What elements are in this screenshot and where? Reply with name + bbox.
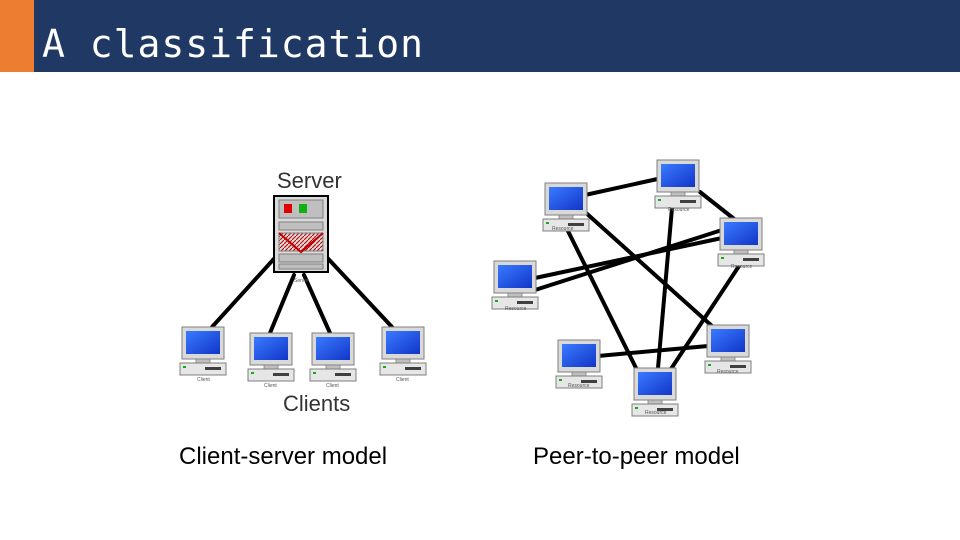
peer-tag: Resource — [552, 226, 574, 232]
peer-tag: Resource — [731, 264, 753, 270]
connection-lines — [210, 248, 394, 335]
clients-heading: Clients — [283, 391, 350, 416]
server-client-link — [302, 273, 332, 335]
peer-tag: Resource — [717, 369, 739, 375]
client-tag: Client — [396, 377, 409, 383]
client-computer — [309, 332, 357, 382]
peer-link — [663, 258, 745, 380]
peer-computer — [555, 339, 603, 389]
peer-link — [583, 176, 664, 197]
peer-link — [656, 206, 674, 370]
client-computer — [179, 326, 227, 376]
peer-computer — [631, 367, 679, 417]
peer-computer — [717, 217, 765, 267]
peer-links — [533, 176, 745, 380]
client-tag: Client — [197, 377, 210, 383]
peer-computer — [542, 182, 590, 232]
server-tag: Server — [294, 278, 309, 284]
server-red-check-mark — [278, 232, 324, 254]
peer-tag: Resource — [645, 410, 667, 416]
peer-tag: Resource — [668, 207, 690, 213]
client-server-diagram: Server Server Client Client Client Clien… — [179, 168, 427, 416]
server-tower — [273, 195, 329, 273]
server-red-light — [284, 204, 292, 213]
server-client-link — [268, 273, 296, 335]
peer-link — [596, 344, 710, 358]
slide-title: A classification — [42, 22, 425, 66]
peer-tag: Resource — [568, 383, 590, 389]
peer-tag: Resource — [505, 306, 527, 312]
server-heading: Server — [277, 168, 342, 193]
peer-link — [563, 223, 640, 374]
peer-computer — [654, 159, 702, 209]
server-client-link — [318, 248, 394, 329]
peer-link — [698, 190, 740, 224]
server-client-link — [210, 248, 284, 329]
peer-to-peer-diagram: Resource Resource Resource Resource Reso… — [491, 159, 765, 417]
title-accent-block — [0, 0, 34, 72]
peer-link — [533, 228, 724, 292]
title-bar — [0, 0, 960, 72]
client-server-caption: Client-server model — [179, 443, 388, 470]
client-tag: Client — [264, 383, 277, 389]
server-green-light — [299, 204, 307, 213]
peer-computer — [491, 260, 539, 310]
client-computer — [379, 326, 427, 376]
client-tag: Client — [326, 383, 339, 389]
peer-to-peer-caption: Peer-to-peer model — [533, 443, 740, 470]
client-computer — [247, 332, 295, 382]
peer-link — [583, 210, 724, 337]
peer-computer — [704, 324, 752, 374]
